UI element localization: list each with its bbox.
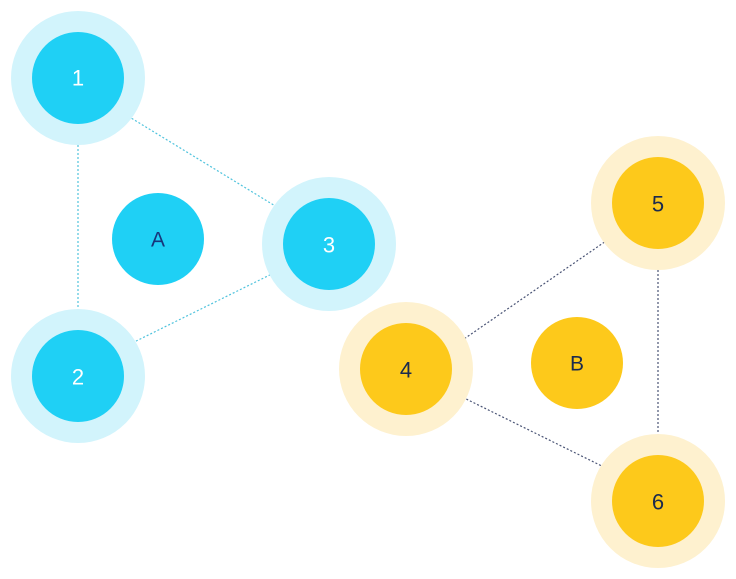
node-2[interactable]: 2 <box>11 309 145 443</box>
node-4[interactable]: 4 <box>339 302 473 436</box>
hub-a[interactable]: A <box>112 193 204 285</box>
node-6[interactable]: 6 <box>591 434 725 568</box>
node-3-core <box>283 198 375 290</box>
node-1[interactable]: 1 <box>11 11 145 145</box>
node-1-label: 1 <box>72 66 84 91</box>
node-3[interactable]: 3 <box>262 177 396 311</box>
edge-4-5 <box>447 229 623 351</box>
hub-a-label: A <box>151 229 165 252</box>
hub-a-core <box>112 193 204 285</box>
node-2-label: 2 <box>72 365 84 390</box>
node-5-label: 5 <box>652 192 664 217</box>
node-6-label: 6 <box>652 490 664 515</box>
edges-group-a <box>77 109 291 351</box>
node-3-label: 3 <box>323 233 335 258</box>
node-4-label: 4 <box>400 358 412 383</box>
hub-b-label: B <box>570 353 584 376</box>
hub-b[interactable]: B <box>531 317 623 409</box>
node-2-core <box>32 330 124 422</box>
node-4-core <box>360 323 452 415</box>
node-1-core <box>32 32 124 124</box>
edge-4-6 <box>451 391 621 476</box>
edge-1-3 <box>117 109 291 216</box>
node-6-core <box>612 455 704 547</box>
node-5-core <box>612 157 704 249</box>
edges-group-b <box>447 229 659 476</box>
hub-b-core <box>531 317 623 409</box>
node-5[interactable]: 5 <box>591 136 725 270</box>
